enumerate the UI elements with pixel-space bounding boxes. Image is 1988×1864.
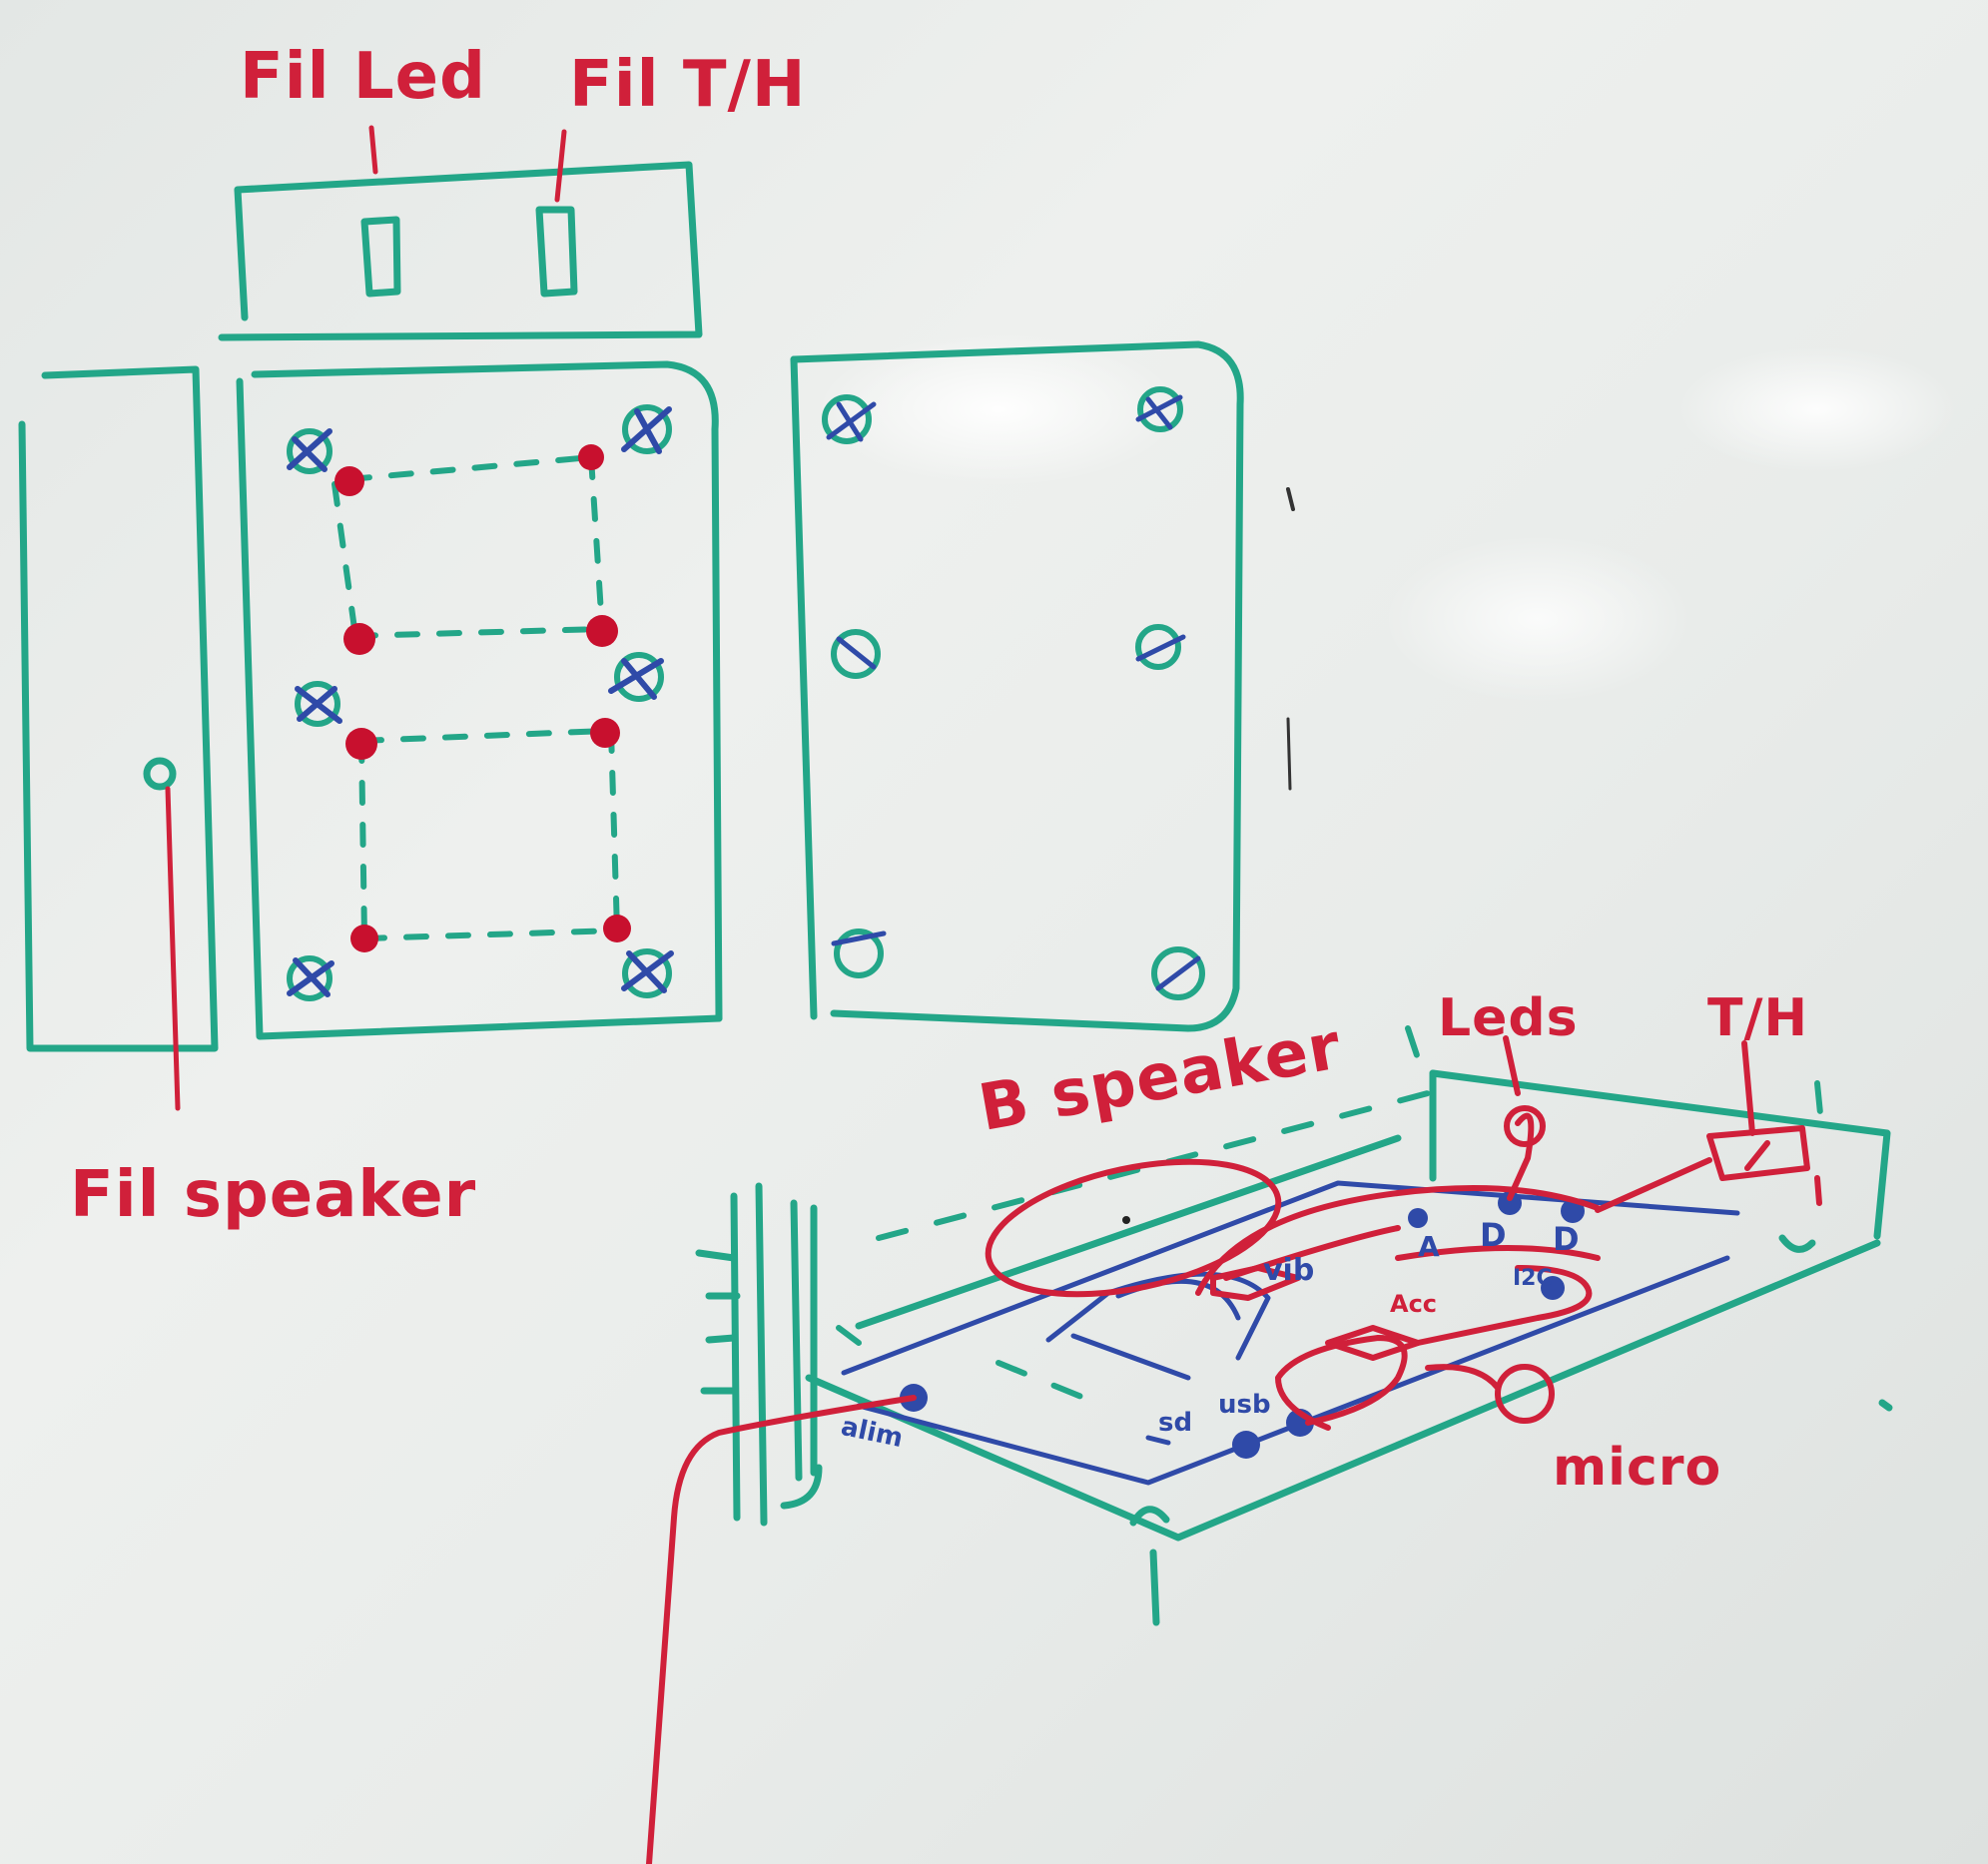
i2c-label: I2C [1513,1266,1553,1291]
speaker-wire [165,786,181,1111]
d1-label: D [1480,1216,1507,1254]
led-grid [331,454,620,941]
sd-label: sd [1158,1408,1193,1438]
fil-led-label: Fil Led [240,40,486,114]
left-side-panel [18,365,219,1052]
base-3d [695,1069,1893,1626]
d2-label: D [1553,1220,1580,1258]
micro-label: micro [1553,1438,1722,1498]
vib-label: vib [1263,1253,1315,1288]
speaker-center-dot [1122,1216,1130,1224]
speaker-outline [985,1158,1282,1298]
a-label: A [1418,1230,1440,1263]
back-panel-screws [822,386,1205,1000]
usb-label: usb [1218,1390,1271,1420]
top-panel-leaders [368,125,567,203]
front-panel [236,360,723,1040]
fil-th-label: Fil T/H [569,48,807,122]
th-label: T/H [1707,988,1808,1048]
led-dots [334,444,631,952]
front-panel-screws [287,404,674,1001]
circuit-board [841,1180,1740,1486]
base-dashes [836,1025,1825,1411]
speaker-hole [143,757,177,791]
top-panel [218,161,703,341]
back-panel [790,340,1295,1032]
acc-label: Acc [1390,1290,1438,1318]
leds-label: Leds [1438,988,1579,1048]
wiring [646,1035,1822,1864]
fil-speaker-label: Fil speaker [70,1158,477,1232]
